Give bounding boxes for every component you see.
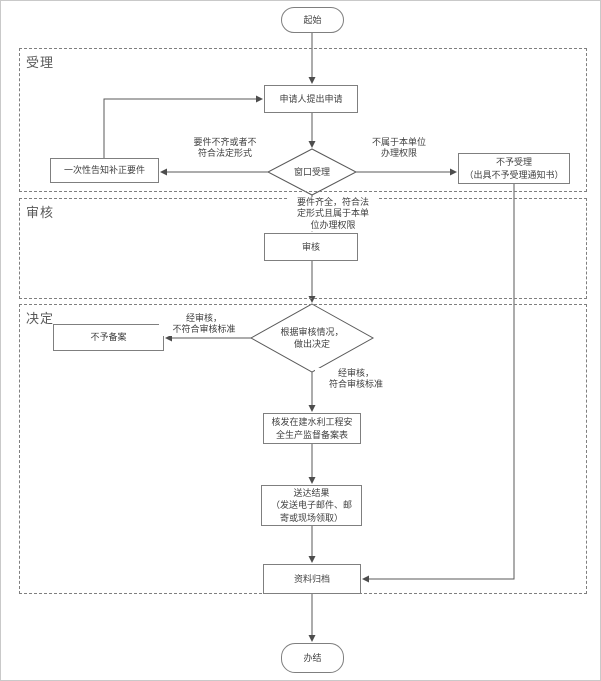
decision-node-line2: 做出决定 bbox=[293, 339, 330, 349]
edge-label-pass-review: 经审核， 符合审核标准 bbox=[315, 368, 397, 391]
issue-form-line2: 全生产监督备案表 bbox=[275, 429, 348, 440]
section-label-decision: 决定 bbox=[26, 311, 55, 326]
edge-notify-apply bbox=[103, 95, 263, 158]
section-acceptance: 受理 bbox=[19, 48, 587, 192]
reject-node: 不予受理 （出具不予受理通知书） bbox=[458, 153, 570, 184]
apply-node: 申请人提出申请 bbox=[264, 85, 358, 113]
edge-reject-archive bbox=[362, 184, 515, 583]
edge-label-incomplete: 要件不齐或者不 符合法定形式 bbox=[169, 137, 281, 160]
start-node: 起始 bbox=[281, 7, 344, 33]
edge-label-pass-review-line1: 经审核， bbox=[337, 368, 374, 378]
edge-label-incomplete-line2: 符合法定形式 bbox=[197, 148, 252, 159]
reject-node-line2: （出具不予受理通知书） bbox=[464, 169, 564, 180]
deliver-line1: 送达结果 bbox=[293, 488, 330, 499]
no-filing-node: 不予备案 bbox=[53, 324, 164, 351]
end-node-label: 办结 bbox=[303, 652, 322, 663]
reject-node-line1: 不予受理 bbox=[495, 157, 532, 168]
decision-node: 根据审核情况， 做出决定 bbox=[262, 324, 362, 352]
issue-form-line1: 核发在建水利工程安 bbox=[271, 417, 353, 428]
deliver-line2: （发送电子邮件、邮 bbox=[270, 500, 352, 511]
section-label-acceptance: 受理 bbox=[26, 55, 55, 70]
issue-form-node: 核发在建水利工程安 全生产监督备案表 bbox=[263, 413, 361, 444]
review-node: 审核 bbox=[264, 233, 358, 261]
deliver-result-node: 送达结果 （发送电子邮件、邮 寄或现场领取） bbox=[261, 485, 362, 526]
no-filing-label: 不予备案 bbox=[90, 332, 127, 343]
section-label-review: 审核 bbox=[26, 205, 55, 220]
notify-correction-label: 一次性告知补正要件 bbox=[63, 165, 145, 176]
edge-label-pass-review-line2: 符合审核标准 bbox=[328, 379, 383, 390]
archive-node: 资料归档 bbox=[263, 564, 361, 594]
apply-node-label: 申请人提出申请 bbox=[279, 93, 343, 104]
archive-label: 资料归档 bbox=[293, 573, 330, 584]
edge-label-complete-line2: 定形式且属于本单 bbox=[296, 208, 369, 219]
window-accept-label: 窗口受理 bbox=[293, 166, 330, 177]
decision-node-line1: 根据审核情况， bbox=[280, 326, 344, 337]
window-accept-decision: 窗口受理 bbox=[272, 165, 352, 179]
edge-label-fail-review-line2: 不符合审核标准 bbox=[172, 324, 236, 335]
window-accept-diamond-shape bbox=[266, 148, 358, 196]
review-node-label: 审核 bbox=[301, 241, 320, 252]
decision-diamond-shape bbox=[249, 303, 375, 373]
start-node-label: 起始 bbox=[303, 14, 322, 25]
edge-label-not-authority-line2: 办理权限 bbox=[380, 148, 417, 159]
edge-label-not-authority-line1: 不属于本单位 bbox=[371, 137, 426, 147]
edge-label-complete-line3: 位办理权限 bbox=[310, 219, 356, 230]
edge-label-complete: 要件齐全，符合法 定形式且属于本单 位办理权限 bbox=[289, 197, 377, 231]
end-node: 办结 bbox=[281, 643, 344, 673]
edge-label-not-authority: 不属于本单位 办理权限 bbox=[359, 137, 439, 160]
edge-label-incomplete-line1: 要件不齐或者不 bbox=[193, 137, 257, 147]
edge-label-complete-line1: 要件齐全，符合法 bbox=[296, 197, 369, 207]
notify-correction-node: 一次性告知补正要件 bbox=[50, 158, 159, 183]
edge-label-fail-review: 经审核， 不符合审核标准 bbox=[159, 313, 249, 336]
deliver-line3: 寄或现场领取） bbox=[279, 512, 343, 523]
edge-label-fail-review-line1: 经审核， bbox=[185, 313, 222, 323]
